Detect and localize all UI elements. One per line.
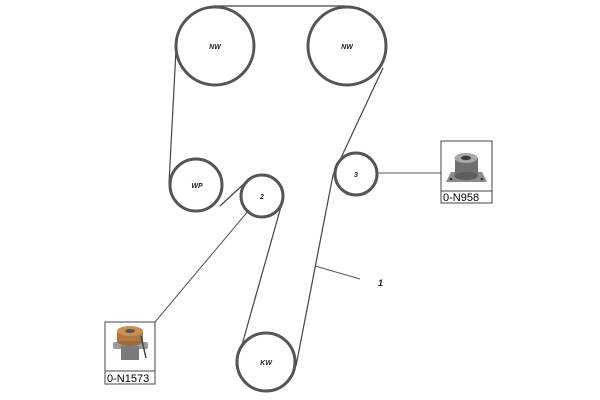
pulley-wp-label: WP [191, 183, 203, 190]
pulley-kw-label: KW [260, 360, 273, 367]
belt [168, 5, 384, 367]
pulley-3: 3 [333, 151, 379, 197]
pulley-kw: KW [235, 331, 297, 393]
part-box-tensioner[interactable]: 0-N1573 [104, 321, 156, 385]
part-box-idler[interactable]: 0-N958 [440, 140, 493, 204]
pulley-nw-left-label: NW [209, 44, 222, 51]
tensioner-part-number: 0-N1573 [107, 373, 149, 385]
idler-pulley-icon [446, 153, 487, 182]
pulley-nw-left: NW [174, 5, 256, 87]
pulley-nw-right-label: NW [341, 44, 354, 51]
pulley-2: 2 [239, 173, 285, 219]
belt-leader-line [314, 265, 361, 280]
pulley-nw-right: NW [306, 5, 388, 87]
tensioner-leader-line [154, 209, 250, 323]
pulley-2-label: 2 [259, 194, 264, 201]
tensioner-roller-icon [113, 326, 148, 360]
pulley-wp: WP [168, 157, 224, 213]
pulley-3-label: 3 [354, 172, 358, 179]
idler-part-number: 0-N958 [443, 192, 479, 204]
belt-label: 1 [378, 278, 383, 288]
